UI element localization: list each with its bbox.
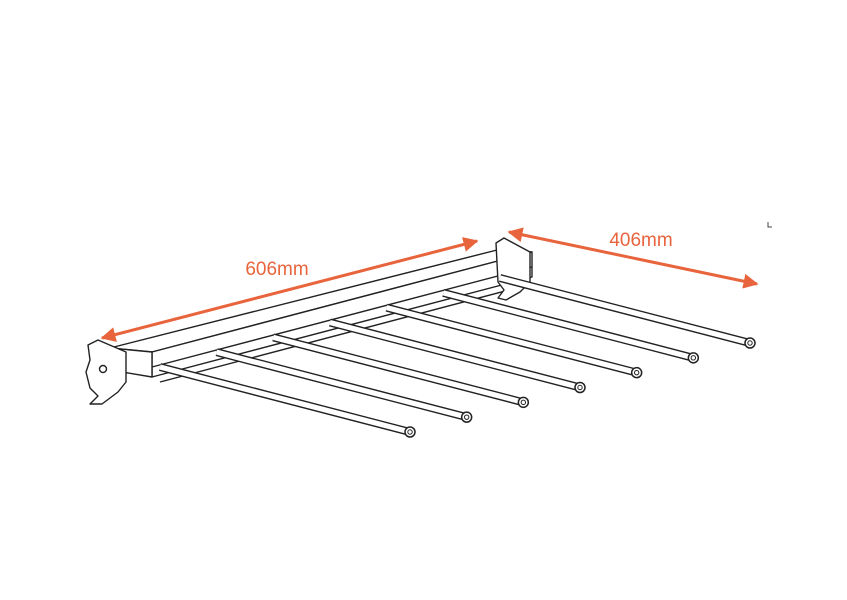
rod — [215, 348, 473, 423]
rod — [498, 274, 756, 349]
rods-group — [158, 274, 756, 438]
rod-end-cap — [404, 426, 416, 438]
rod — [442, 288, 700, 364]
length-dimension-label: 606mm — [245, 259, 308, 280]
length-dimension: 606mm — [100, 237, 479, 342]
left-mounting-bracket — [85, 339, 127, 405]
rod-end-cap — [687, 352, 700, 364]
rod-end-cap — [574, 381, 586, 394]
corner-mark — [767, 222, 772, 228]
depth-dimension-label: 406mm — [609, 230, 672, 251]
right-mounting-bracket — [495, 237, 531, 301]
rod-end-cap — [744, 337, 756, 349]
rod-end-cap — [517, 396, 530, 409]
depth-dimension-arrow — [507, 227, 759, 289]
rod-end-cap — [630, 366, 643, 379]
rod — [272, 333, 530, 409]
rod — [158, 363, 416, 438]
bracket-hole — [98, 364, 108, 374]
depth-dimension: 406mm — [507, 227, 759, 289]
length-dimension-arrow — [100, 237, 479, 342]
rod-end-cap — [460, 411, 473, 423]
